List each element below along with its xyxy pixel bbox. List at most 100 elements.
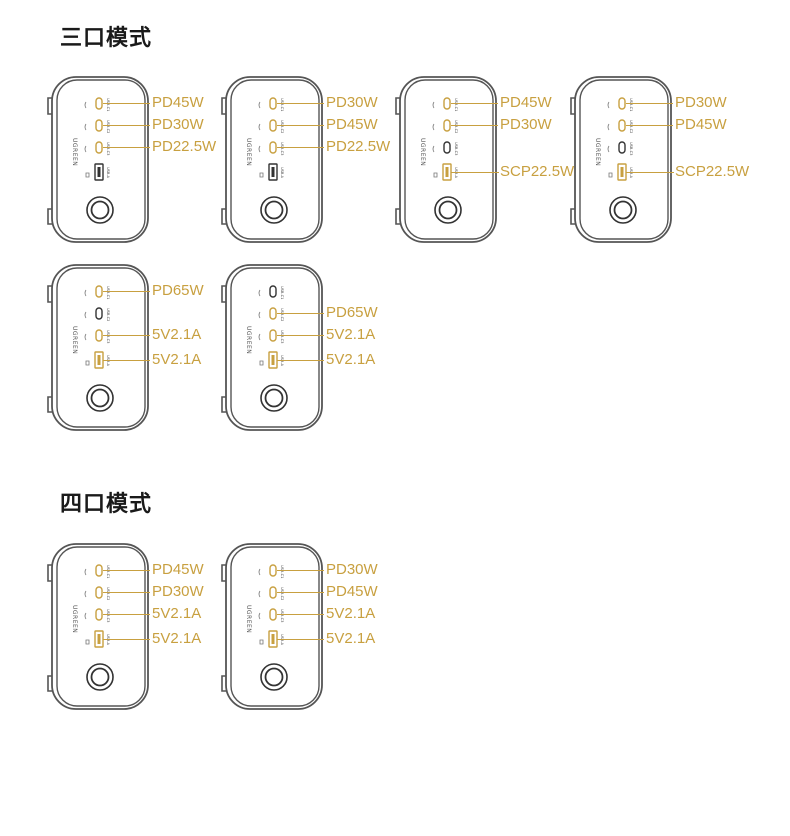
leader-line <box>103 147 150 148</box>
port-indicator-icon <box>259 172 264 178</box>
usb-c-port: USB-C2 <box>258 119 284 133</box>
port-output-label: 5V2.1A <box>326 326 376 343</box>
usb-c-socket <box>269 564 277 577</box>
leader-line <box>103 291 150 292</box>
usb-c-socket <box>269 285 277 298</box>
usb-c-socket <box>95 285 103 298</box>
brand-logo-text: UGREEN <box>71 326 78 354</box>
port-indicator-icon <box>84 101 87 109</box>
usb-c-port: USB-C1 <box>258 97 284 111</box>
port-name-text: USB-C2 <box>106 587 110 600</box>
power-button-inner <box>264 667 284 687</box>
port-output-label: PD22.5W <box>326 138 391 155</box>
port-indicator-icon <box>84 123 87 131</box>
usb-c-socket <box>269 586 277 599</box>
port-indicator-icon <box>258 101 261 109</box>
usb-c-port: USB-C2 <box>84 307 110 321</box>
port-name-text: USB-C1 <box>106 286 110 299</box>
power-button-inner <box>438 200 458 220</box>
port-name-text: USB-A <box>106 167 110 179</box>
port-output-label: PD30W <box>152 116 204 133</box>
port-indicator-icon <box>433 172 438 178</box>
port-name-text: USB-C3 <box>280 142 284 155</box>
port-name-text: USB-C2 <box>454 120 458 133</box>
usb-c-port: USB-C1 <box>432 97 458 111</box>
usb-c-socket <box>443 119 451 132</box>
port-output-label: PD30W <box>326 561 378 578</box>
port-output-label: PD45W <box>326 583 378 600</box>
usb-c-port: USB-C1 <box>258 285 284 299</box>
port-name-text: USB-C2 <box>280 308 284 321</box>
usb-a-tongue <box>97 634 101 644</box>
leader-line <box>277 103 324 104</box>
usb-c-port: USB-C3 <box>607 141 633 155</box>
brand-logo-text: UGREEN <box>245 326 252 354</box>
port-indicator-icon <box>258 289 261 297</box>
port-name-text: USB-C1 <box>106 565 110 578</box>
port-indicator-icon <box>258 568 261 576</box>
leader-line <box>103 335 150 336</box>
usb-c-port: USB-C3 <box>258 141 284 155</box>
leader-line <box>103 360 150 361</box>
usb-c-socket <box>95 329 103 342</box>
usb-c-port: USB-C3 <box>432 141 458 155</box>
plug-prong-top <box>47 564 52 582</box>
plug-prong-bottom <box>570 208 575 225</box>
usb-c-socket <box>269 97 277 110</box>
usb-c-socket <box>95 586 103 599</box>
port-output-label: 5V2.1A <box>326 605 376 622</box>
charger-face <box>579 79 669 240</box>
port-name-text: USB-C3 <box>280 330 284 343</box>
usb-a-tongue <box>271 634 275 644</box>
leader-line <box>277 360 324 361</box>
port-output-label: PD45W <box>326 116 378 133</box>
port-indicator-icon <box>432 101 435 109</box>
charger-4: UGREENUSB-C1USB-C2USB-C3USB-APD30WPD45WS… <box>570 76 751 246</box>
port-indicator-icon <box>84 612 87 620</box>
charger-5: UGREENUSB-C1USB-C2USB-C3USB-APD65W5V2.1A… <box>47 264 228 434</box>
leader-line <box>277 313 324 314</box>
port-name-text: USB-C3 <box>106 330 110 343</box>
port-name-text: USB-C3 <box>106 609 110 622</box>
port-indicator-icon <box>258 333 261 341</box>
power-button-inner <box>90 388 110 408</box>
port-indicator-icon <box>84 311 87 319</box>
port-name-text: USB-C2 <box>106 308 110 321</box>
power-button-inner <box>264 388 284 408</box>
port-output-label: 5V2.1A <box>152 605 202 622</box>
brand-logo-text: UGREEN <box>594 138 601 166</box>
leader-line <box>451 125 498 126</box>
plug-prong-top <box>221 97 226 115</box>
port-indicator-icon <box>258 612 261 620</box>
leader-line <box>626 125 673 126</box>
port-indicator-icon <box>85 639 90 645</box>
port-indicator-icon <box>84 289 87 297</box>
port-indicator-icon <box>607 123 610 131</box>
usb-a-tongue <box>271 355 275 365</box>
port-output-label: 5V2.1A <box>152 326 202 343</box>
leader-line <box>277 147 324 148</box>
port-output-label: PD45W <box>152 94 204 111</box>
leader-line <box>277 335 324 336</box>
plug-prong-top <box>221 564 226 582</box>
port-output-label: PD65W <box>326 304 378 321</box>
port-name-text: USB-C3 <box>629 142 633 155</box>
port-name-text: USB-C3 <box>280 609 284 622</box>
port-name-text: USB-C1 <box>280 565 284 578</box>
usb-c-socket <box>95 307 103 320</box>
charger-6: UGREENUSB-C1USB-C2USB-C3USB-APD65W5V2.1A… <box>221 264 402 434</box>
port-name-text: USB-C2 <box>106 120 110 133</box>
usb-a-tongue <box>97 355 101 365</box>
port-output-label: 5V2.1A <box>326 351 376 368</box>
port-output-label: PD30W <box>675 94 727 111</box>
port-output-label: 5V2.1A <box>152 351 202 368</box>
charger-face <box>56 79 146 240</box>
leader-line <box>277 614 324 615</box>
usb-c-port: USB-C2 <box>84 119 110 133</box>
plug-prong-top <box>47 97 52 115</box>
port-name-text: USB-C1 <box>629 98 633 111</box>
port-output-label: PD45W <box>500 94 552 111</box>
usb-c-socket <box>269 307 277 320</box>
